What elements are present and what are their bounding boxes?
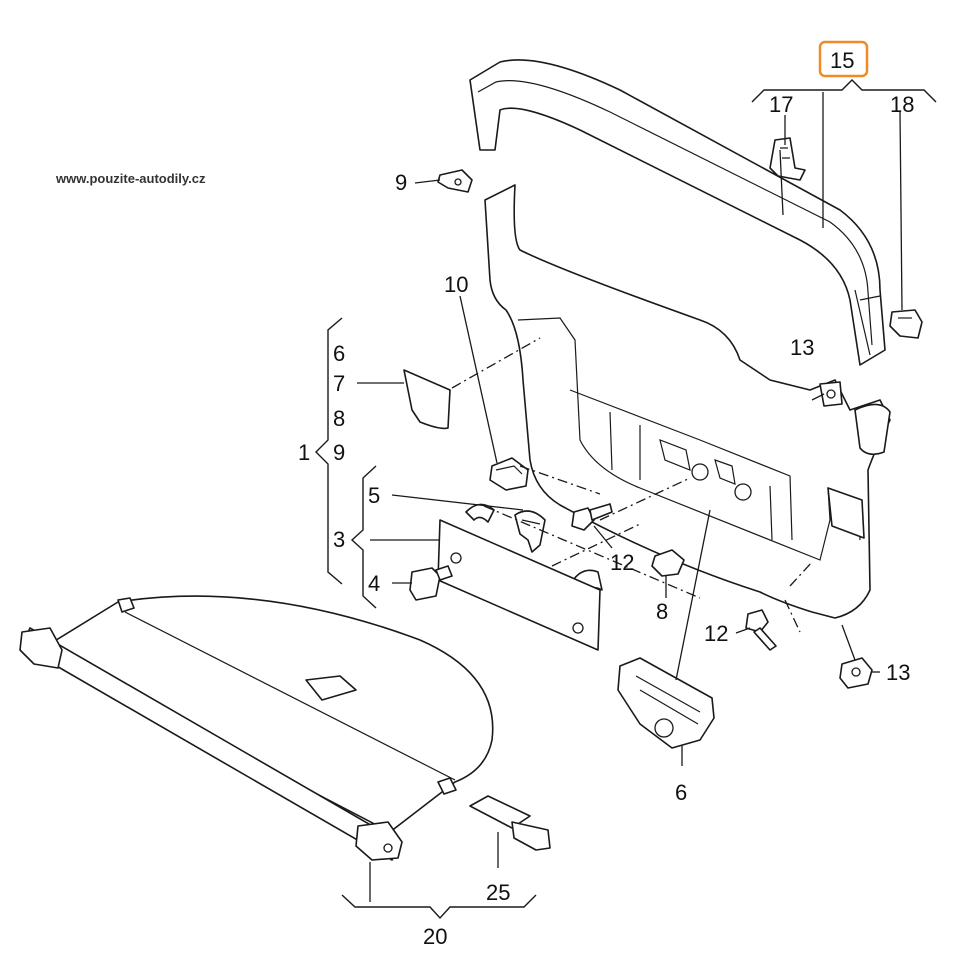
assembly-dash-lines [451, 337, 813, 633]
cover-part-7 [403, 369, 451, 430]
callout-20: 20 [423, 924, 447, 949]
callout-12-lower: 12 [704, 621, 728, 646]
luggage-cover-part-20 [19, 595, 494, 861]
callout-18: 18 [890, 92, 914, 117]
callout-5: 5 [368, 483, 380, 508]
callout-8: 8 [656, 599, 668, 624]
bracket-part-6 [617, 657, 715, 749]
callout-labels: 15 17 18 9 10 13 13 6 7 8 9 1 5 3 4 12 1… [298, 48, 914, 949]
callout-8-group: 8 [333, 406, 345, 431]
highlight-box-15 [818, 40, 869, 78]
callout-6: 6 [675, 780, 687, 805]
callout-4: 4 [368, 571, 380, 596]
callout-1: 1 [298, 440, 310, 465]
plate-part-3 [437, 519, 601, 651]
callout-13-lower: 13 [886, 660, 910, 685]
callout-7: 7 [333, 371, 345, 396]
knob-part-4 [409, 565, 453, 601]
brace-lines [315, 79, 937, 920]
callout-15: 15 [830, 48, 854, 73]
slide-part-25 [469, 795, 551, 851]
leader-lines [357, 92, 903, 902]
clip-nut-part-13-lower [839, 657, 873, 689]
callout-13-upper: 13 [790, 335, 814, 360]
callout-10: 10 [444, 272, 468, 297]
tailgate-upper-trim-frame [469, 59, 886, 366]
callout-3: 3 [333, 527, 345, 552]
clip-part-8 [651, 549, 685, 577]
callout-17: 17 [769, 92, 793, 117]
bracket-part-17 [769, 137, 806, 181]
screw-part-12-upper [571, 503, 613, 531]
watermark-text: www.pouzite-autodily.cz [55, 171, 206, 186]
cap-part-18 [889, 309, 923, 339]
screw-part-12-lower [745, 609, 777, 651]
clip-nut-part-13-upper [819, 381, 843, 407]
callout-12-upper: 12 [610, 550, 634, 575]
clip-part-9 [437, 169, 473, 193]
callout-6-group: 6 [333, 341, 345, 366]
callout-9: 9 [395, 170, 407, 195]
callout-9-group: 9 [333, 440, 345, 465]
clip-part-10 [489, 457, 529, 491]
callout-25: 25 [486, 880, 510, 905]
